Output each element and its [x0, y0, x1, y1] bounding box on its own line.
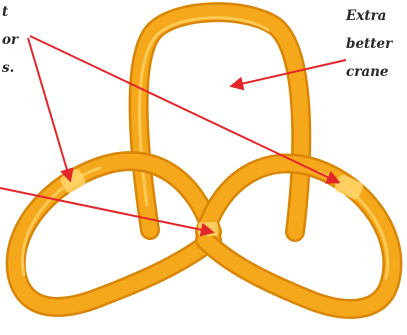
- left-caption-line-2: or: [2, 32, 19, 48]
- right-caption-line-2: better: [346, 36, 393, 52]
- left-caption-line-1: t: [2, 4, 9, 20]
- right-caption: Extra better crane: [345, 8, 393, 80]
- arrow-to-left-weld: [28, 38, 70, 180]
- left-sub-link: [16, 161, 212, 307]
- left-caption: t or s.: [2, 4, 19, 76]
- right-caption-line-1: Extra: [345, 8, 386, 24]
- left-caption-line-3: s.: [2, 60, 14, 76]
- right-caption-line-3: crane: [346, 64, 389, 80]
